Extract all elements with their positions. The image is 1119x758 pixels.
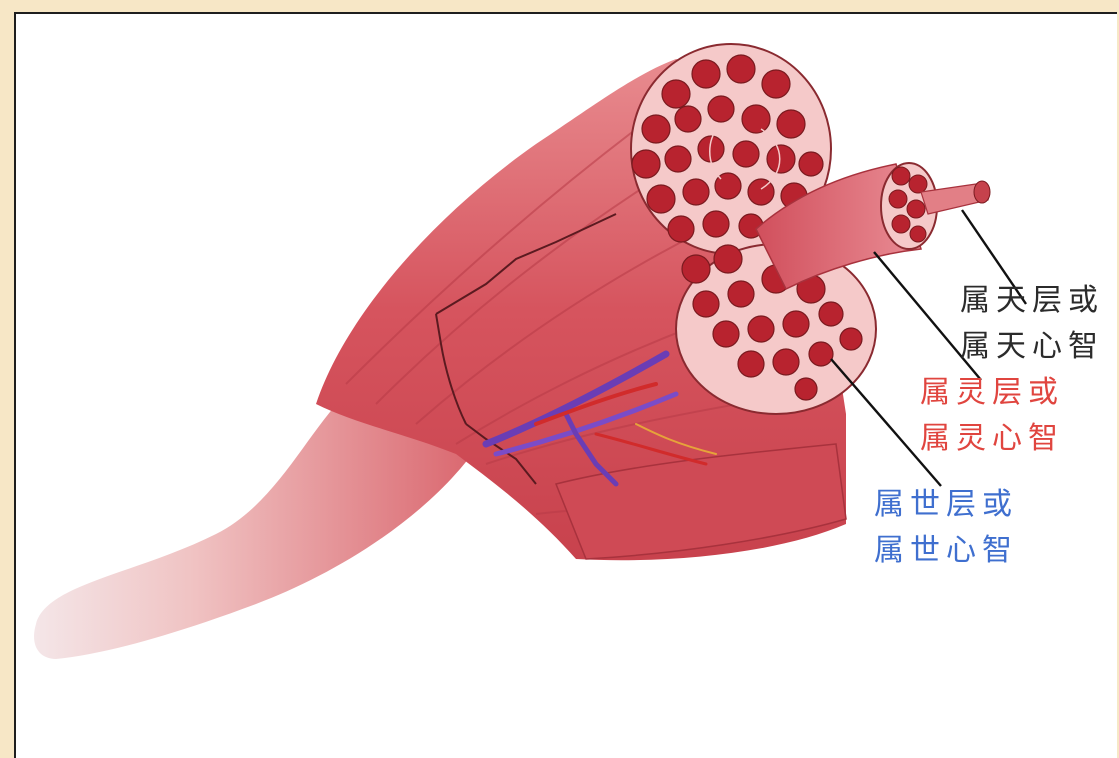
label-world-line2: 属世心智 — [874, 528, 1018, 574]
diagram-frame: 属天层或 属天心智 属灵层或 属灵心智 属世层或 属世心智 — [14, 12, 1117, 758]
label-heaven-line2: 属天心智 — [960, 324, 1104, 370]
label-spirit-line2: 属灵心智 — [920, 416, 1064, 462]
label-spirit-line1: 属灵层或 — [920, 370, 1064, 416]
label-heaven-line1: 属天层或 — [960, 278, 1104, 324]
label-heavenly-layer: 属天层或 属天心智 — [960, 278, 1104, 370]
label-world-line1: 属世层或 — [874, 482, 1018, 528]
label-spiritual-layer: 属灵层或 属灵心智 — [920, 370, 1064, 462]
label-natural-layer: 属世层或 属世心智 — [874, 482, 1018, 574]
